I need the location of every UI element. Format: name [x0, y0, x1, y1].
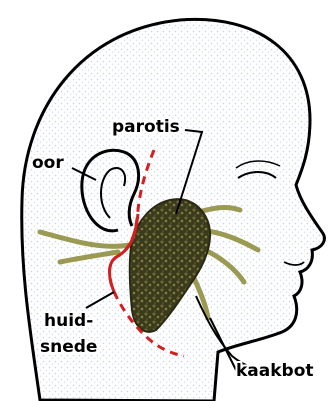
ear — [82, 150, 139, 231]
label-oor: oor — [32, 153, 64, 173]
label-kaakbot: kaakbot — [236, 361, 314, 381]
label-huid-line1: huid- — [44, 311, 93, 331]
label-huid-line2: snede — [40, 337, 97, 357]
label-parotis: parotis — [112, 117, 180, 137]
